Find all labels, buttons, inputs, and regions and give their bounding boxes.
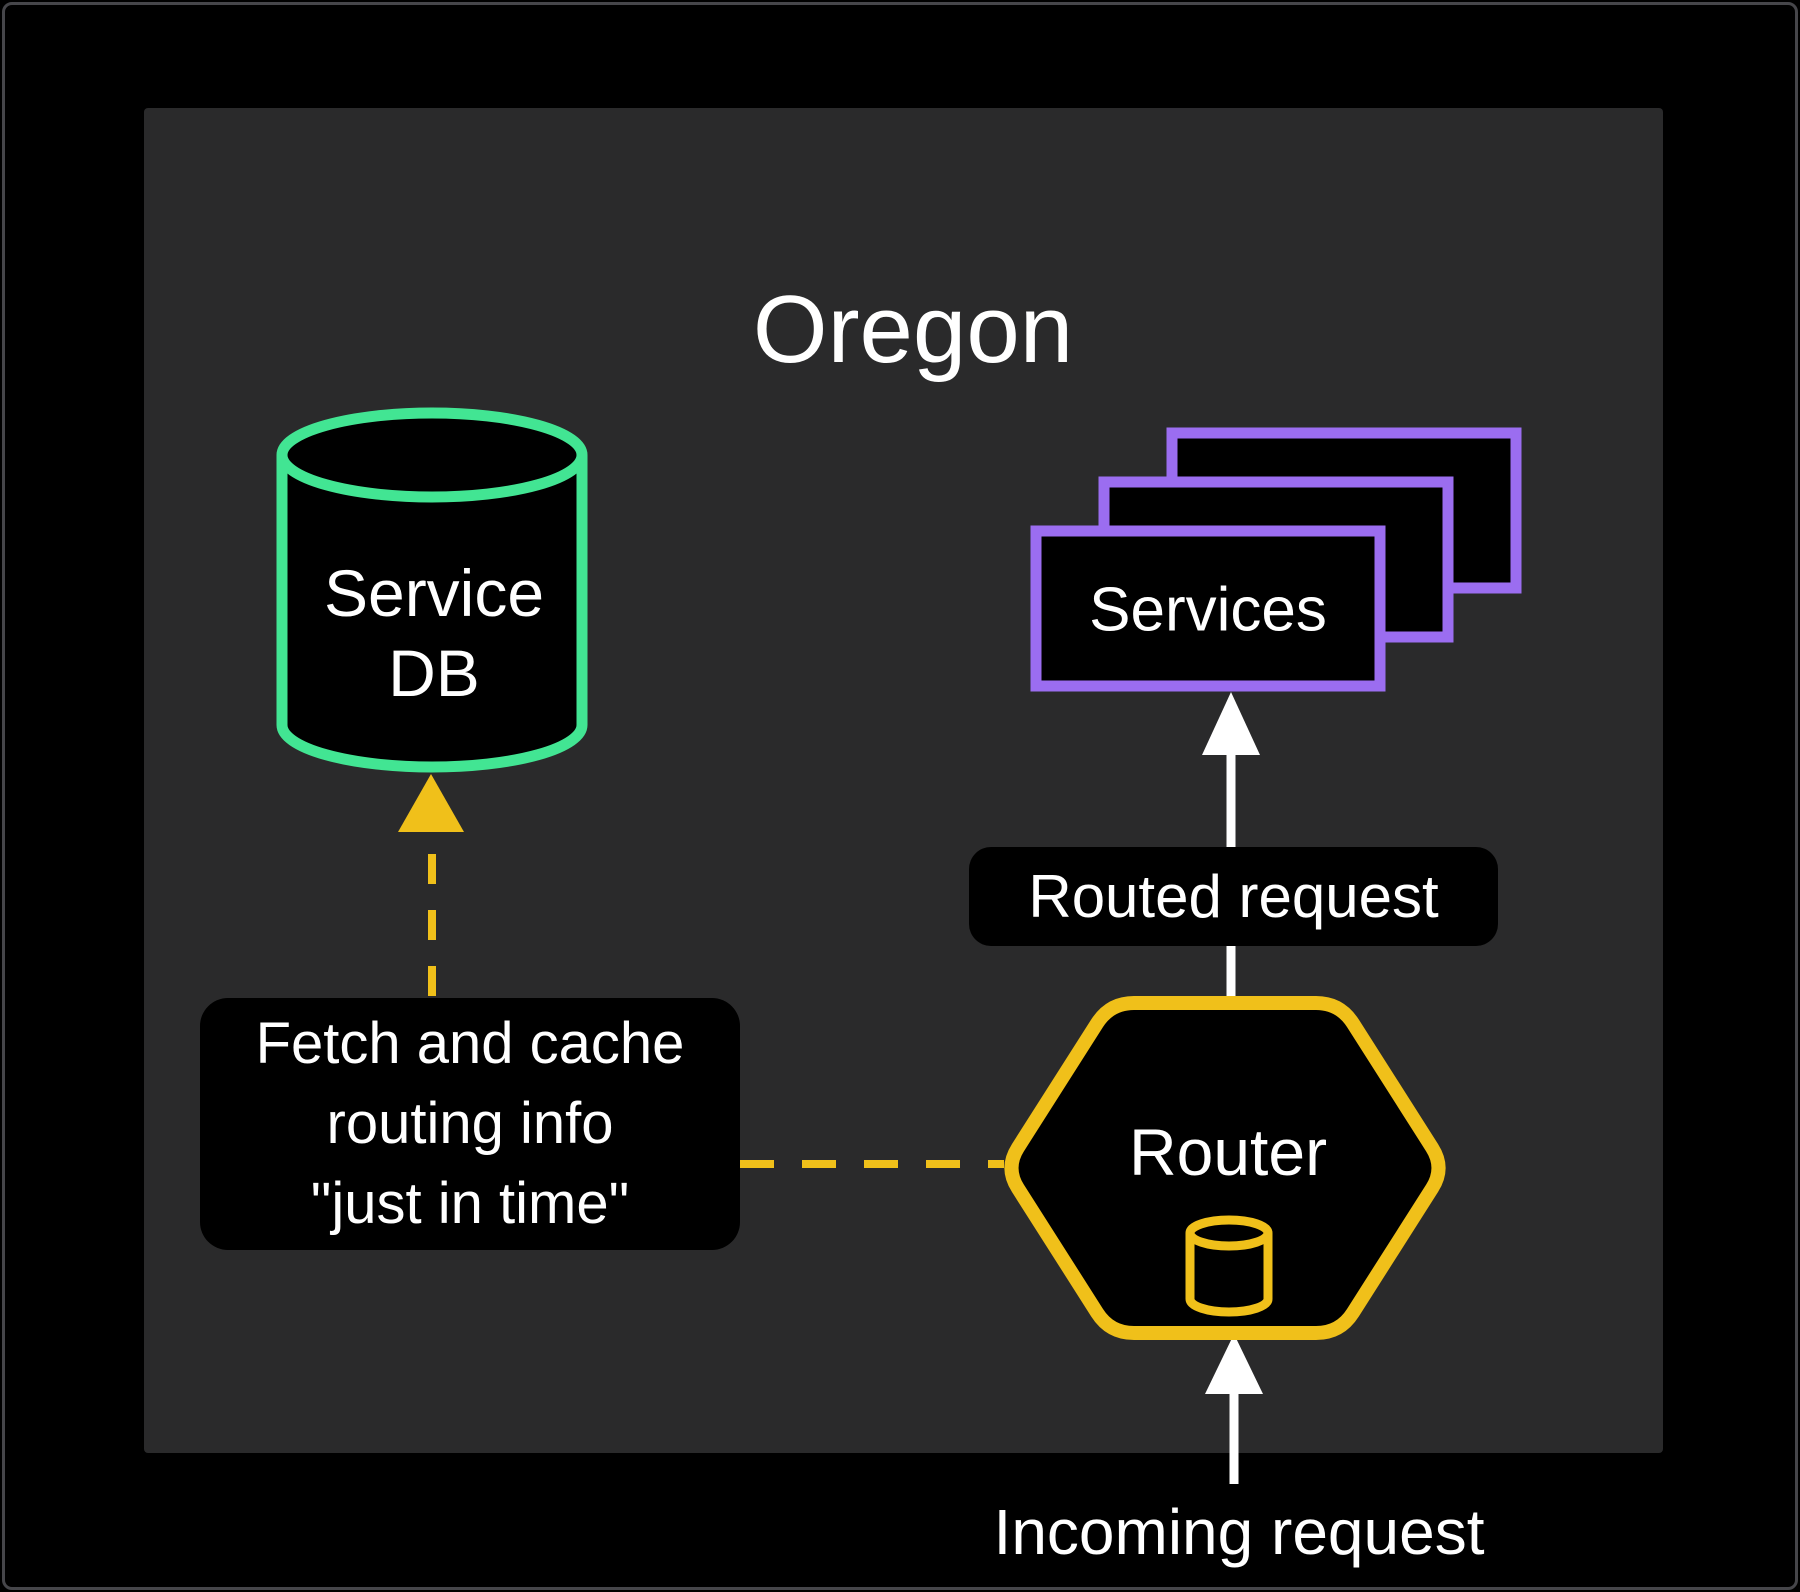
router-cache-db-body [1185,1215,1273,1317]
fetch-note-label: Fetch and cache routing info "just in ti… [200,998,740,1250]
routed-request-arrowhead [1202,692,1260,755]
router-cache-db-top-ellipse [1185,1232,1273,1251]
service-db-cylinder-icon [276,407,588,773]
service-db-label-line1: Service [323,556,545,630]
service-db-label: Service DB [324,553,544,713]
fetch-routing-arrowhead [398,774,464,832]
incoming-request-label: Incoming request [993,1496,1485,1568]
incoming-request-arrow [1205,1334,1263,1484]
region-title: Oregon [752,276,1074,383]
services-stack [1030,427,1522,692]
router-hexagon [1004,996,1446,1340]
router-cache-db-icon [1185,1215,1273,1317]
fetch-note-line1: Fetch and cache [255,1011,685,1076]
incoming-request-arrowhead [1205,1334,1263,1394]
service-db-cylinder-body [276,407,588,773]
router-label: Router [1128,1115,1328,1189]
service-db-cylinder-top-ellipse [276,454,588,503]
services-stack-front-card [1030,525,1386,692]
fetch-routing-arrow [398,774,464,996]
service-db-label-line2: DB [388,636,480,710]
fetch-note-line3: "just in time" [310,1171,630,1236]
routed-request-label: Routed request [969,847,1498,946]
fetch-note-line2: routing info [326,1091,614,1156]
services-label: Services [1089,575,1327,645]
